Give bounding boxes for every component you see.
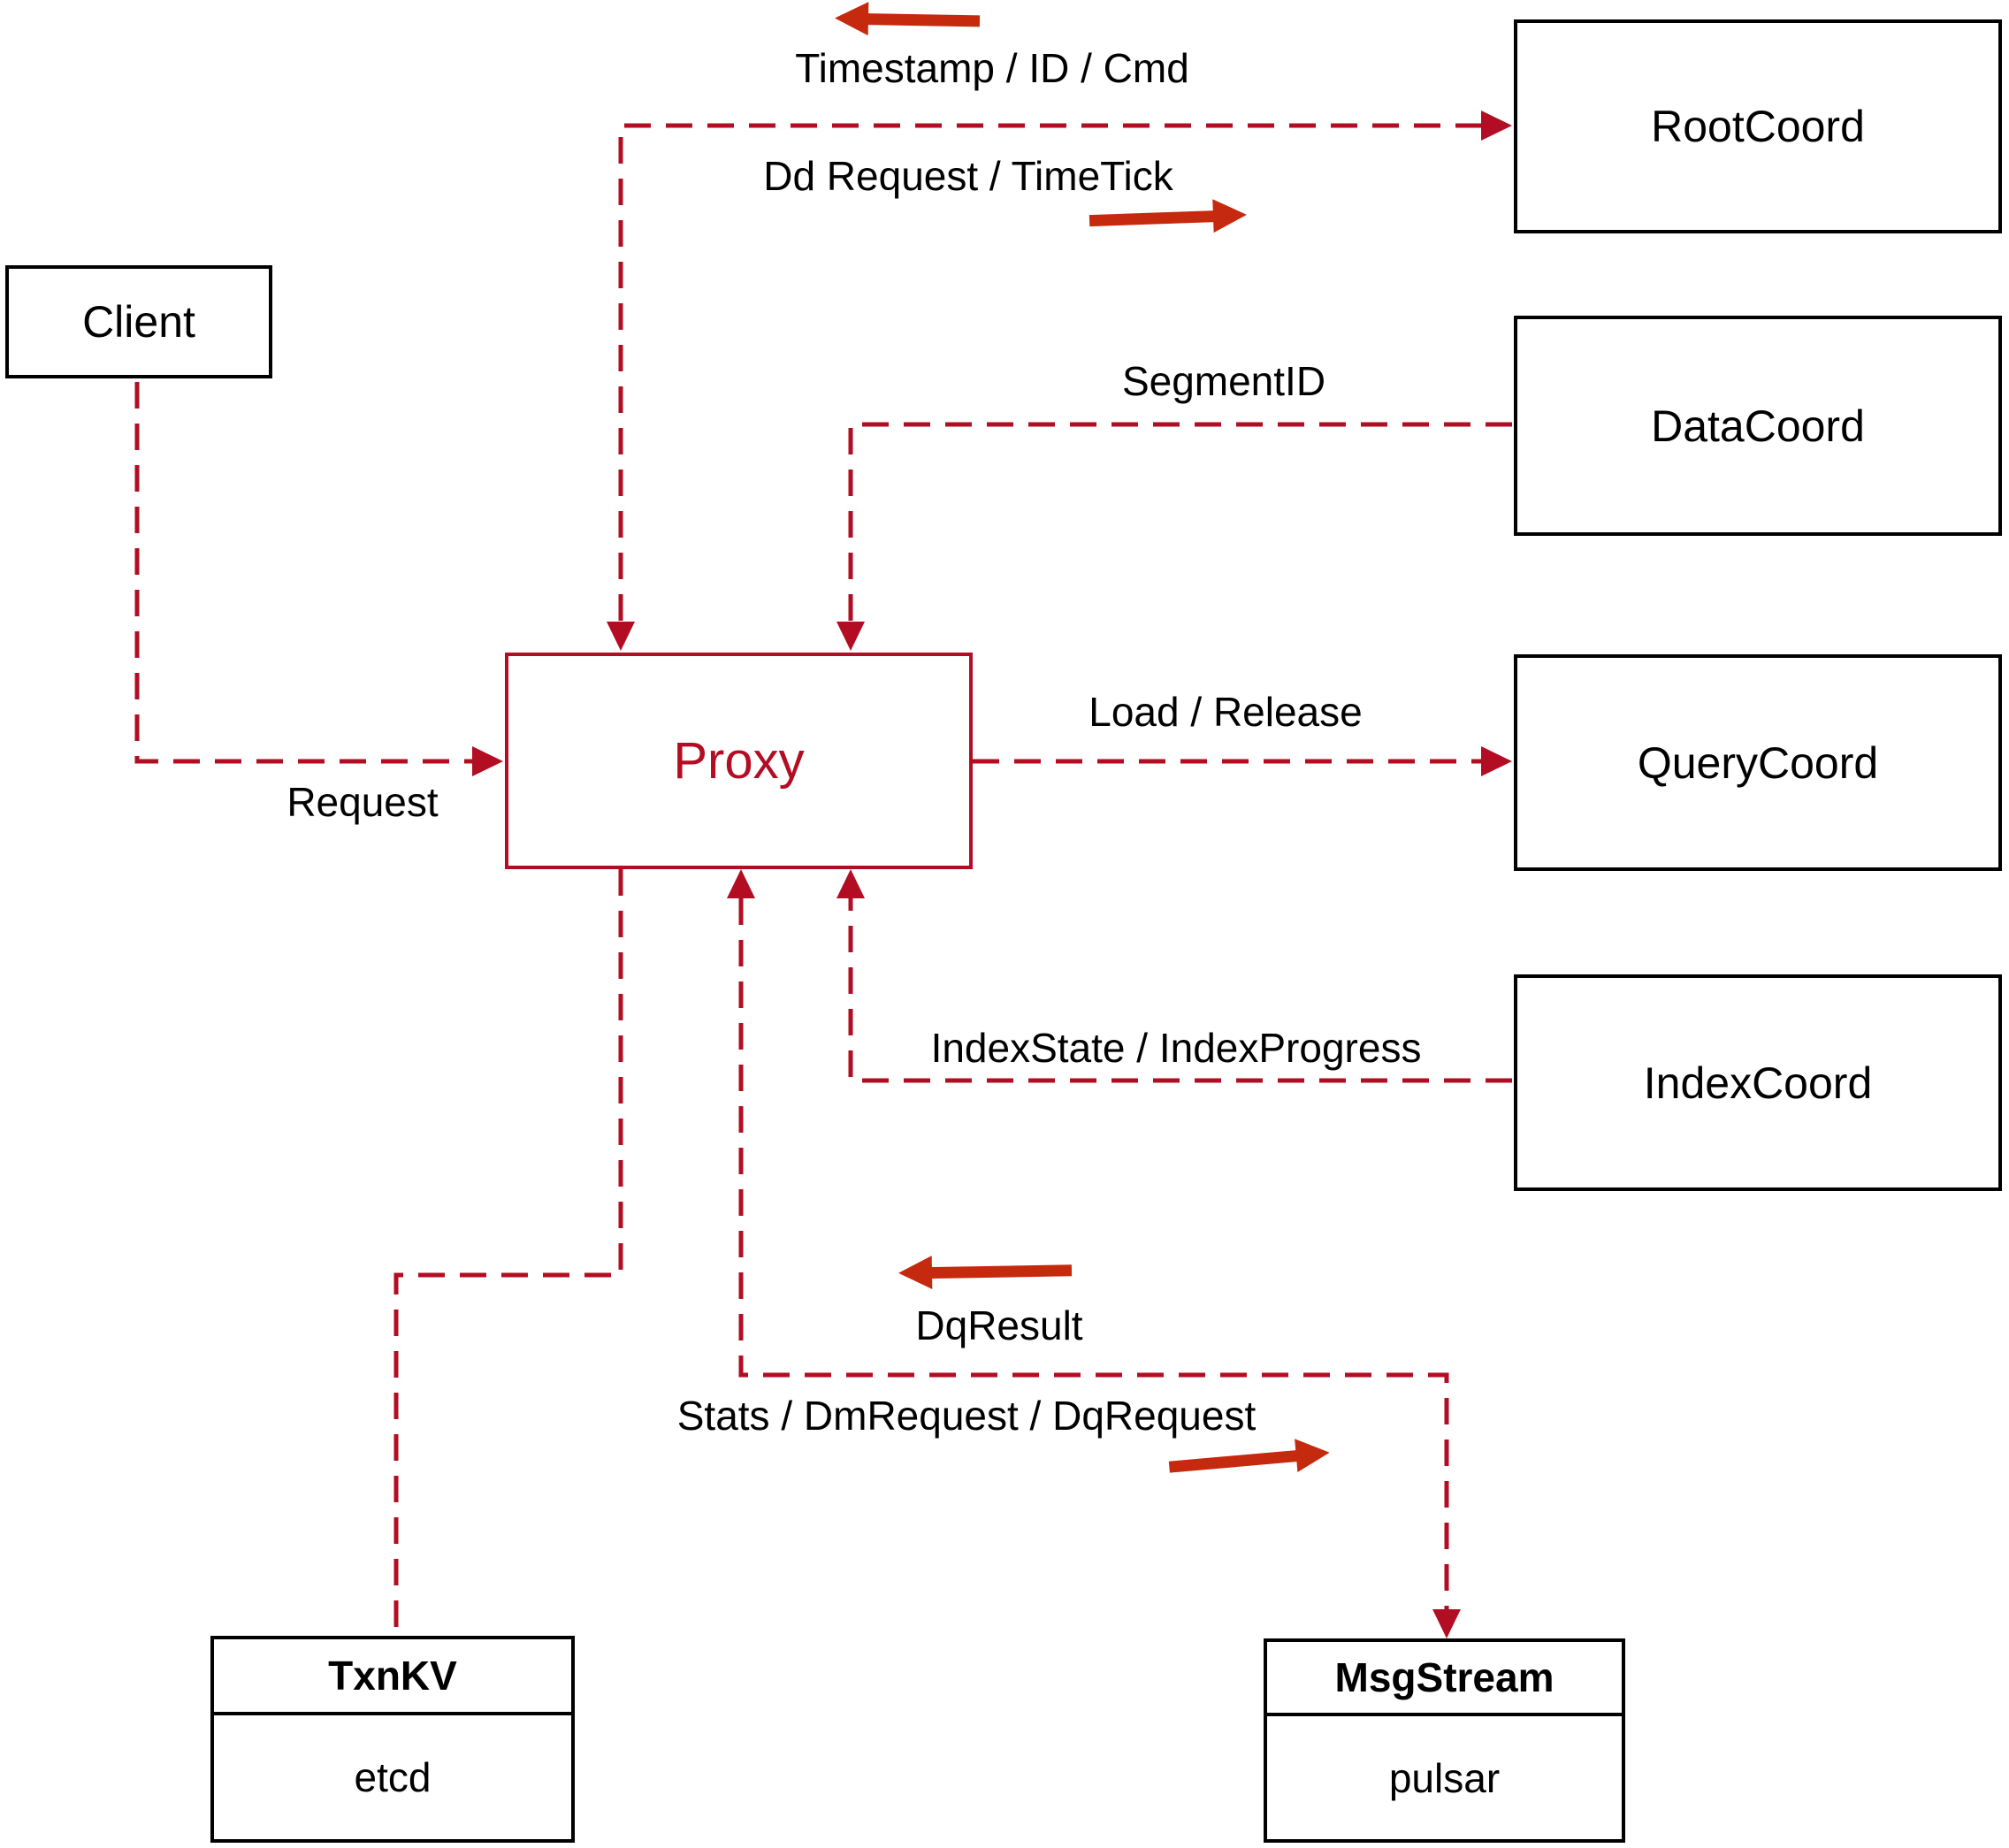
txnkv-body: etcd: [214, 1715, 571, 1839]
connector-proxy-txnkv: [393, 869, 623, 1636]
txnkv-header: TxnKV: [214, 1639, 571, 1715]
txnkv-subtitle: etcd: [354, 1754, 432, 1800]
node-rootcoord: RootCoord: [1514, 19, 2002, 233]
dd-request-right-arrow-icon: [1089, 199, 1247, 233]
node-datacoord: DataCoord: [1514, 316, 2002, 536]
connector-proxy-rootcoord: [607, 111, 1512, 651]
msgstream-subtitle: pulsar: [1388, 1754, 1501, 1801]
datacoord-label: DataCoord: [1651, 401, 1865, 451]
edge-label-request: Request: [286, 779, 439, 825]
edge-label-load-release: Load / Release: [1089, 689, 1363, 735]
dq-result-left-arrow-icon: [898, 1256, 1073, 1290]
msgstream-body: pulsar: [1267, 1716, 1622, 1839]
msgstream-header: MsgStream: [1267, 1642, 1622, 1716]
connector-proxy-msgstream: [727, 869, 1461, 1638]
msgstream-title: MsgStream: [1334, 1654, 1554, 1700]
node-msgstream: MsgStream pulsar: [1264, 1638, 1625, 1843]
edge-label-segment-id: SegmentID: [1121, 358, 1326, 404]
txnkv-title: TxnKV: [328, 1653, 457, 1699]
edge-label-dd-request: Dd Request / TimeTick: [763, 153, 1173, 199]
node-client: Client: [5, 265, 272, 378]
edge-label-dq-result: DqResult: [915, 1302, 1083, 1348]
node-proxy: Proxy: [505, 653, 973, 869]
connector-datacoord-proxy: [836, 422, 1512, 651]
timestamp-left-arrow-icon: [835, 2, 981, 36]
node-indexcoord: IndexCoord: [1514, 974, 2002, 1191]
connector-proxy-querycoord: [973, 746, 1512, 776]
connector-client-proxy: [134, 382, 503, 776]
querycoord-label: QueryCoord: [1637, 737, 1879, 788]
proxy-label: Proxy: [673, 732, 805, 790]
edge-label-index-state: IndexState / IndexProgress: [930, 1025, 1422, 1071]
client-label: Client: [82, 297, 195, 347]
rootcoord-label: RootCoord: [1651, 102, 1865, 151]
indexcoord-label: IndexCoord: [1643, 1058, 1873, 1108]
stats-right-arrow-icon: [1168, 1439, 1330, 1473]
edge-label-timestamp: Timestamp / ID / Cmd: [795, 45, 1189, 91]
node-querycoord: QueryCoord: [1514, 654, 2002, 871]
connector-indexcoord-proxy: [836, 869, 1512, 1083]
edge-label-stats: Stats / DmRequest / DqRequest: [676, 1393, 1257, 1439]
node-txnkv: TxnKV etcd: [210, 1636, 575, 1843]
